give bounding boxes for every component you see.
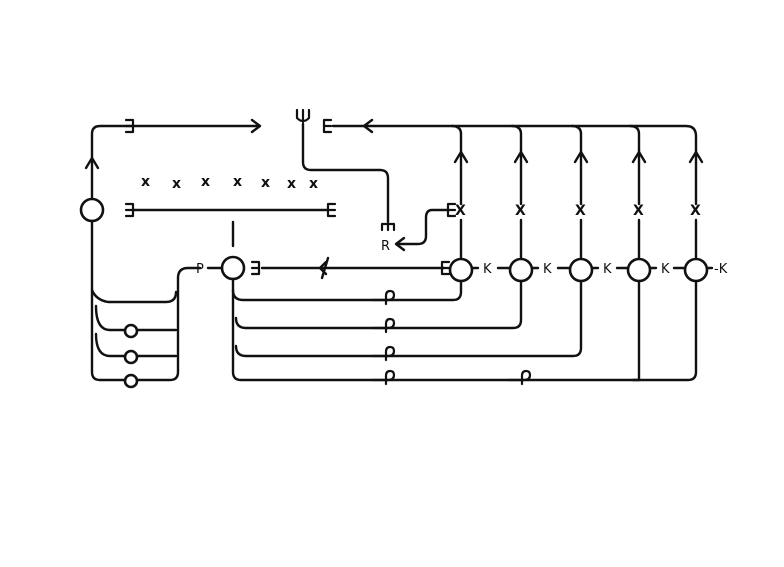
label-k: K bbox=[603, 262, 612, 277]
branch-node-2 bbox=[508, 257, 534, 283]
cross-mark: X bbox=[690, 203, 701, 219]
arrowhead-icon bbox=[318, 256, 330, 280]
branch-node-4 bbox=[626, 257, 652, 283]
hook-arrow-icon bbox=[370, 369, 396, 386]
fork-symbol-icon bbox=[295, 108, 311, 124]
bracket-symbol-icon bbox=[124, 118, 135, 134]
cross-mark: x bbox=[172, 176, 181, 192]
cross-mark: X bbox=[633, 203, 644, 219]
label-k: K bbox=[543, 262, 552, 277]
label-k: K bbox=[483, 262, 492, 277]
cross-mark: x bbox=[141, 174, 150, 190]
top-return-bus bbox=[322, 118, 704, 206]
p-node bbox=[220, 255, 246, 281]
cross-row-branches: X X X X X bbox=[455, 203, 701, 260]
bracket-symbol-icon bbox=[250, 260, 261, 276]
cross-mark: x bbox=[309, 176, 318, 192]
small-node bbox=[123, 323, 139, 339]
label-k-end: -K bbox=[714, 262, 728, 277]
middle-bar bbox=[124, 202, 337, 218]
bracket-symbol-icon bbox=[124, 202, 135, 218]
cross-mark: x bbox=[201, 174, 210, 190]
cross-mark: x bbox=[233, 174, 242, 190]
hook-arrow-icon bbox=[370, 289, 396, 306]
cross-mark: X bbox=[455, 203, 466, 219]
label-p: P bbox=[196, 262, 204, 277]
hook-arrow-icon bbox=[370, 345, 396, 362]
bracket-symbol-icon bbox=[440, 260, 451, 276]
main-chain bbox=[206, 220, 714, 280]
hook-arrow-icon bbox=[370, 317, 396, 334]
cross-mark: x bbox=[287, 176, 296, 192]
cross-mark: X bbox=[575, 203, 586, 219]
fork-symbol-icon bbox=[380, 222, 396, 232]
bracket-symbol-icon bbox=[446, 202, 457, 218]
bracket-symbol-icon bbox=[322, 118, 333, 134]
top-left-loop bbox=[84, 118, 262, 200]
cross-mark: x bbox=[261, 175, 270, 191]
small-node bbox=[123, 349, 139, 365]
left-node bbox=[79, 197, 105, 223]
left-bottom-loops bbox=[90, 219, 202, 382]
label-r: R bbox=[381, 239, 390, 254]
r-feedback-branch bbox=[394, 202, 457, 252]
fork-branch bbox=[295, 108, 396, 232]
bracket-symbol-icon bbox=[326, 202, 337, 218]
small-node bbox=[123, 373, 139, 389]
hook-arrow-icon bbox=[506, 369, 532, 386]
cross-row-top: x x x x x x x bbox=[141, 174, 318, 192]
cross-mark: X bbox=[515, 203, 526, 219]
hook-arrows bbox=[370, 289, 532, 386]
branch-node-5 bbox=[683, 257, 709, 283]
label-k: K bbox=[661, 262, 670, 277]
branch-node-3 bbox=[568, 257, 594, 283]
lower-buses bbox=[231, 277, 698, 382]
branch-node-1 bbox=[448, 257, 474, 283]
